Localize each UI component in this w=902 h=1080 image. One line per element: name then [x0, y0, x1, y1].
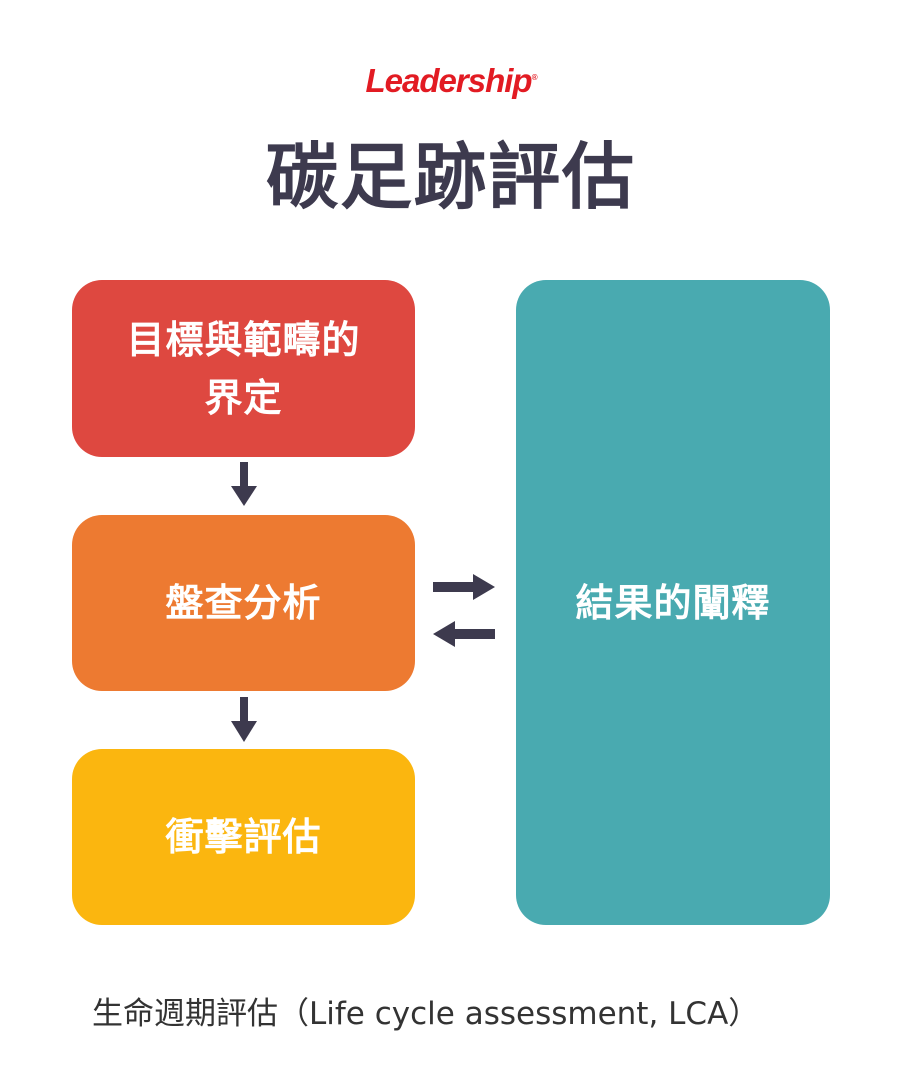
step-goal-scope: 目標與範疇的界定 — [72, 280, 415, 457]
step-label: 結果的闡釋 — [575, 580, 771, 625]
step-label: 目標與範疇的界定 — [126, 317, 361, 420]
leadership-logo: Leadership® — [365, 62, 538, 99]
arrow-left-icon — [433, 621, 495, 647]
step-inventory-analysis: 盤查分析 — [72, 515, 415, 691]
step-label: 衝擊評估 — [165, 815, 322, 859]
step-label: 盤查分析 — [165, 581, 322, 625]
arrow-down-icon — [231, 462, 257, 506]
page-title: 碳足跡評估 — [265, 135, 636, 219]
arrow-right-icon — [433, 574, 495, 600]
logo-text: Leadership — [365, 62, 533, 99]
arrow-down-icon — [231, 697, 257, 742]
step-interpretation: 結果的闡釋 — [516, 280, 830, 925]
footer-caption: 生命週期評估（Life cycle assessment, LCA） — [92, 996, 760, 1032]
step-impact-assessment: 衝擊評估 — [72, 749, 415, 925]
